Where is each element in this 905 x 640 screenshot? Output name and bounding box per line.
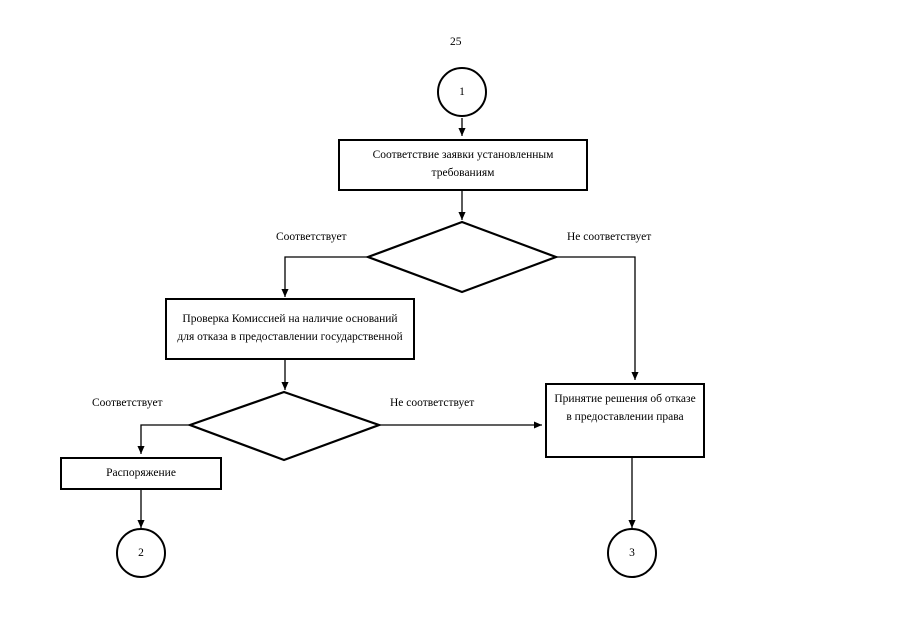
edge-decision2-yes — [137, 424, 190, 454]
connector-end-3[interactable]: 3 — [607, 528, 657, 578]
box-compliance-check[interactable]: Соответствие заявки установленным требов… — [338, 139, 588, 191]
edge-label-decision2-no: Не соответствует — [390, 397, 475, 409]
connector-end-2-label: 2 — [138, 547, 144, 559]
edge-decision1-no — [556, 256, 639, 380]
connector-end-3-label: 3 — [629, 547, 635, 559]
box-order-label: Распоряжение — [106, 466, 176, 479]
connector-start-1[interactable]: 1 — [437, 67, 487, 117]
edge-label-decision2-yes: Соответствует — [92, 397, 163, 409]
edge-decision1-yes — [281, 256, 368, 297]
decision-compliance-shape — [364, 220, 560, 294]
box-commission-check-label: Проверка Комиссией на наличие оснований … — [177, 313, 403, 343]
edge-label-decision1-no: Не соответствует — [567, 231, 652, 243]
page-number: 25 — [450, 36, 462, 48]
box-refusal-decision[interactable]: Принятие решения об отказе в предоставле… — [545, 383, 705, 458]
box-commission-check[interactable]: Проверка Комиссией на наличие оснований … — [165, 298, 415, 360]
connector-start-label: 1 — [459, 86, 465, 98]
decision-commission-shape — [186, 390, 383, 462]
box-compliance-check-label: Соответствие заявки установленным требов… — [372, 149, 554, 179]
edge-label-decision1-yes: Соответствует — [276, 231, 347, 243]
box-refusal-decision-label: Принятие решения об отказе в предоставле… — [554, 393, 696, 423]
box-order[interactable]: Распоряжение — [60, 457, 222, 490]
connector-end-2[interactable]: 2 — [116, 528, 166, 578]
